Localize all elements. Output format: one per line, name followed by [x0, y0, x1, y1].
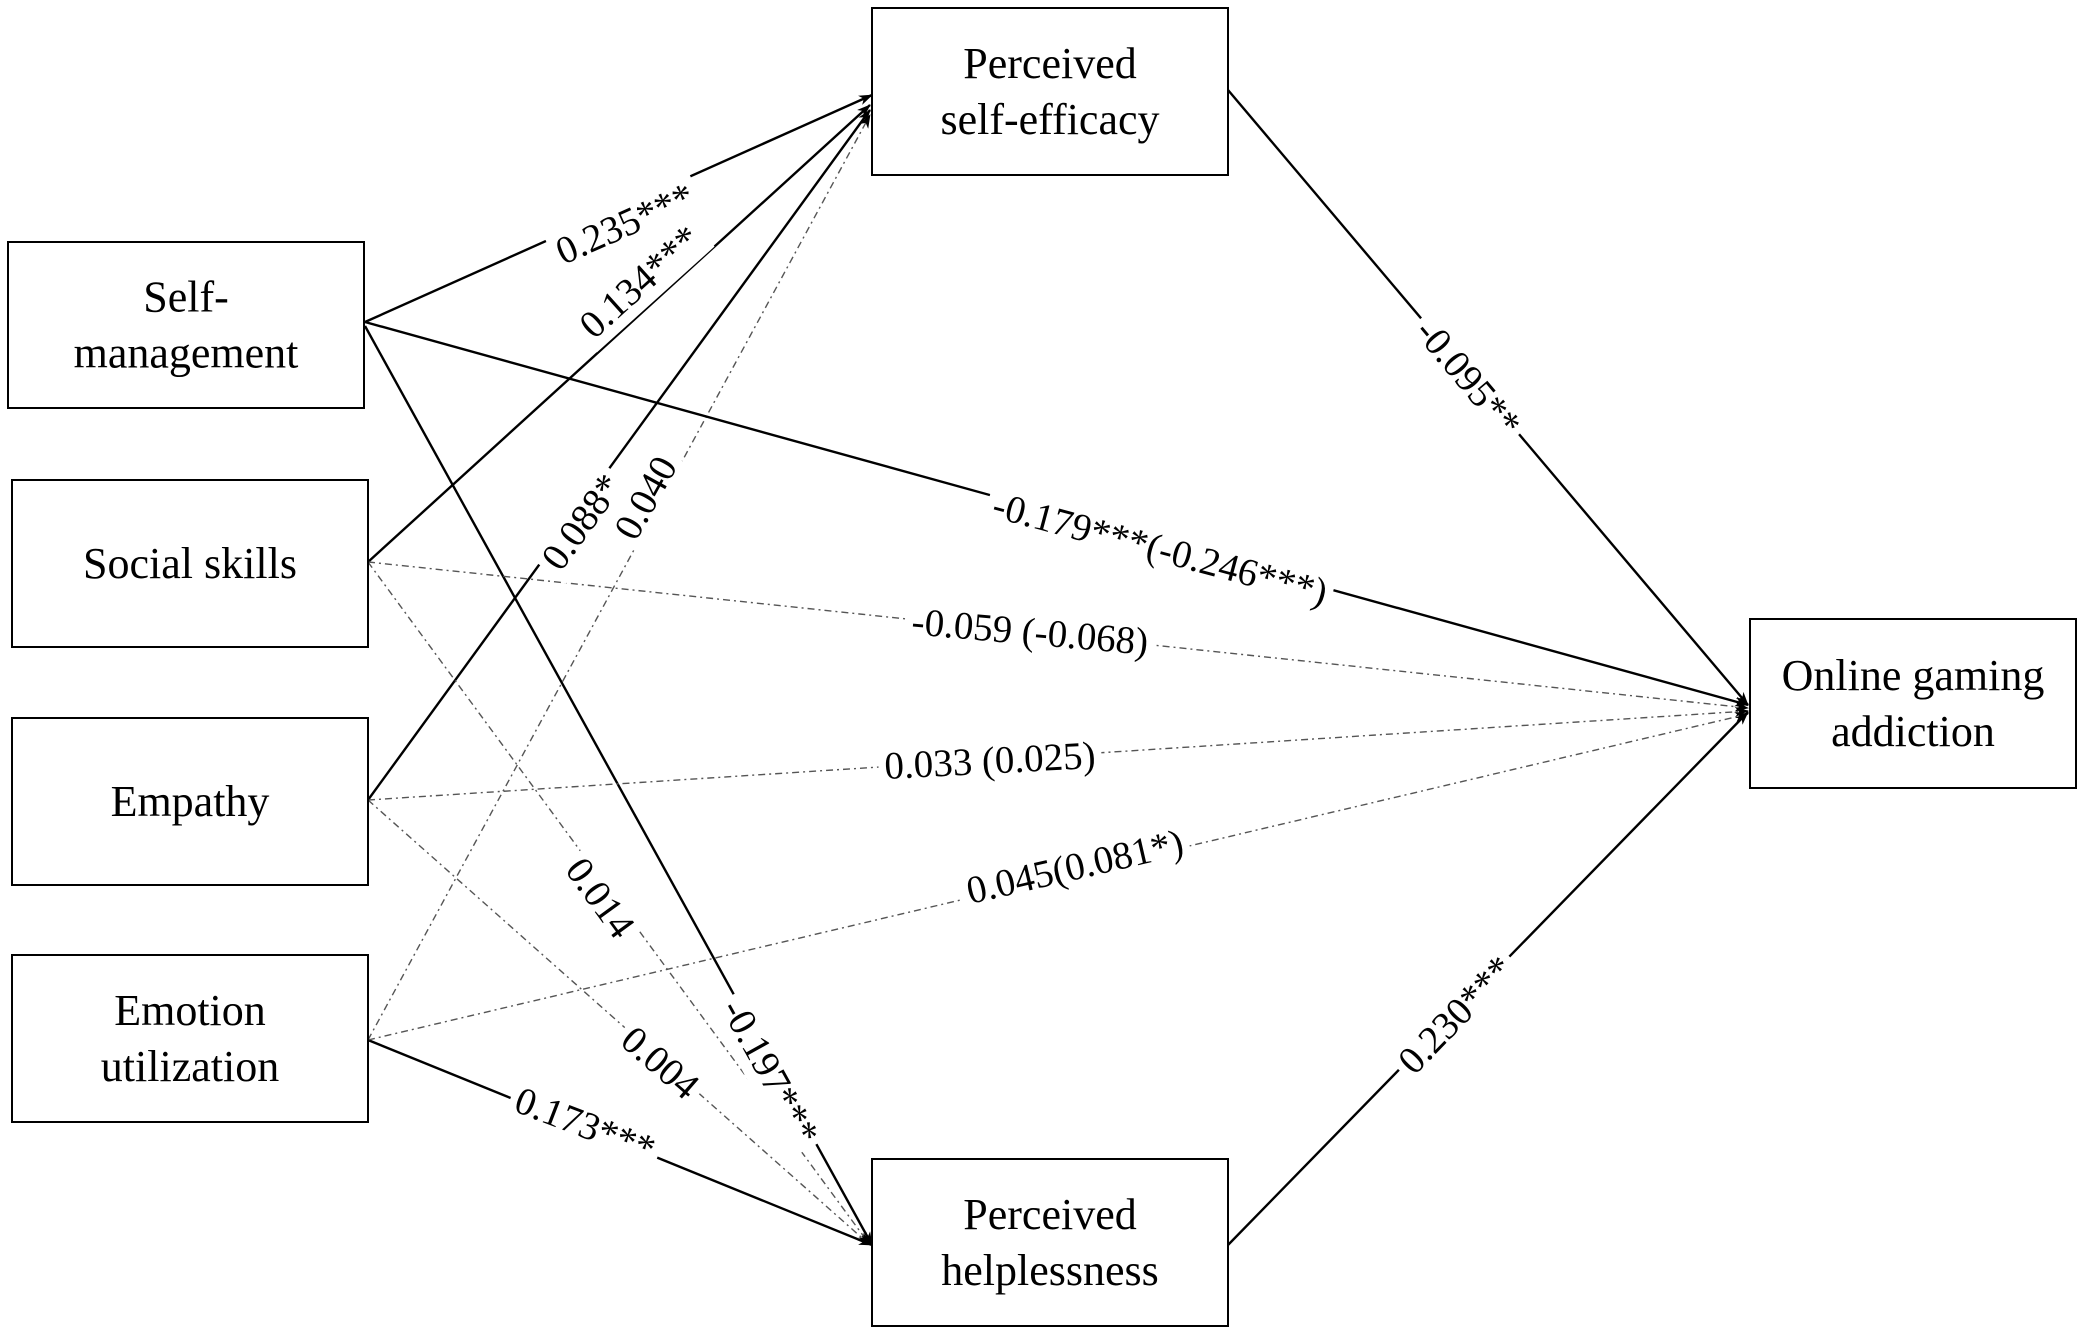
- node-label-line: utilization: [101, 1042, 279, 1091]
- node-social-skills: Social skills: [11, 479, 369, 648]
- path-coefficient-label: -0.197***: [713, 992, 828, 1152]
- label-layer: 0.235***0.134***0.088*0.040-0.197***0.01…: [502, 170, 1535, 1176]
- path-arrow-empathy-to-perceived-self-efficacy: [367, 109, 871, 801]
- label-background: [956, 817, 1194, 917]
- path-coefficient-label: -0.179***(-0.246***): [988, 484, 1332, 615]
- node-box: [1749, 618, 2077, 789]
- node-perceived-helplessness: Perceived helplessness: [871, 1158, 1229, 1327]
- node-label-line: Self-: [143, 273, 229, 322]
- label-background: [707, 985, 833, 1159]
- node-box: [7, 241, 365, 409]
- node-label-line: helplessness: [941, 1246, 1159, 1295]
- node-perceived-self-efficacy: Perceived self-efficacy: [871, 7, 1229, 176]
- label-background: [543, 170, 707, 278]
- label-background: [1401, 304, 1535, 452]
- label-background: [1384, 941, 1528, 1089]
- node-label-line: Emotion: [114, 986, 266, 1035]
- path-arrow-social-skills-to-online-gaming-addiction: [367, 561, 1749, 712]
- node-label-line: management: [74, 329, 299, 378]
- node-empathy: Empathy: [11, 717, 369, 886]
- node-box: [871, 7, 1229, 176]
- node-label-line: Empathy: [111, 777, 270, 826]
- node-box: [11, 717, 369, 886]
- node-box: [871, 1158, 1229, 1327]
- node-label-line: Perceived: [963, 1190, 1136, 1239]
- path-arrow-social-skills-to-perceived-helplessness: [367, 561, 871, 1246]
- label-background: [502, 1074, 668, 1176]
- label-background: [903, 597, 1157, 667]
- label-background: [601, 442, 691, 554]
- node-box: [11, 954, 369, 1123]
- path-arrow-emotion-utilization-to-perceived-self-efficacy: [367, 114, 871, 1041]
- path-coefficient-label: 0.045(0.081*): [963, 821, 1188, 913]
- label-background: [565, 211, 715, 353]
- path-coefficient-label: 0.173***: [509, 1079, 661, 1172]
- node-online-gaming-addiction: Online gaming addiction: [1749, 618, 2077, 789]
- node-label-line: Social skills: [83, 539, 297, 588]
- label-background: [551, 843, 649, 953]
- node-emotion-utilization: Emotion utilization: [11, 954, 369, 1123]
- label-background: [981, 480, 1339, 618]
- path-arrow-social-skills-to-perceived-self-efficacy: [367, 104, 871, 563]
- label-background: [877, 731, 1103, 791]
- label-background: [606, 1012, 714, 1114]
- path-coefficient-label: -0.095**: [1407, 311, 1530, 446]
- node-label-line: Perceived: [963, 39, 1136, 88]
- node-self-management: Self-management: [7, 241, 365, 409]
- node-label-line: Online gaming: [1782, 651, 2045, 700]
- label-background: [527, 459, 637, 585]
- node-label-line: self-efficacy: [940, 95, 1159, 144]
- path-coefficient-label: 0.230***: [1390, 947, 1523, 1082]
- node-box: [11, 479, 369, 648]
- node-label-line: addiction: [1831, 707, 1995, 756]
- path-arrow-empathy-to-perceived-helplessness: [367, 799, 871, 1246]
